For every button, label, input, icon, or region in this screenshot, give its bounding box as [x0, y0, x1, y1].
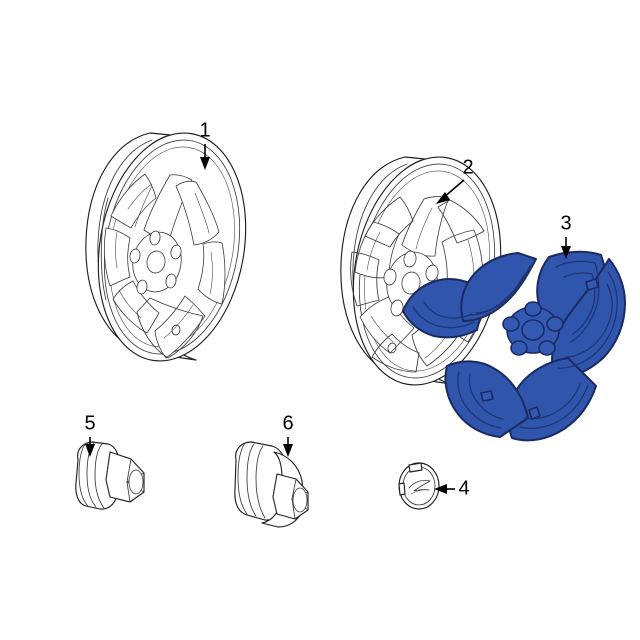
wheel-cover-lug-pocket-4 — [510, 340, 528, 356]
callout-numbers: 1 2 3 4 5 6 — [84, 119, 571, 499]
lug-nut-bore — [128, 469, 144, 495]
wheel1-spoke-5 — [112, 280, 160, 334]
wheel1-spoke-7 — [110, 173, 157, 229]
wheel1-inner-lip — [100, 197, 109, 301]
wheel1-lug-hole-4 — [136, 279, 148, 295]
wheel-cover-relief-4b — [468, 373, 504, 420]
wheel-cover-relief-2b — [565, 283, 613, 358]
wheel2-lug-hole-5 — [383, 268, 397, 286]
wheel2-relief-d — [370, 315, 394, 343]
wheel-cover-relief-1 — [555, 260, 600, 343]
wheel1-relief-f — [115, 231, 118, 269]
wheel2-relief-e — [366, 231, 381, 271]
lock-nut-ring-2 — [246, 443, 257, 517]
callout-number-2[interactable]: 2 — [462, 156, 473, 178]
wheel1-spoke-4 — [154, 295, 206, 359]
wheel2-window-1 — [437, 199, 485, 244]
wheel1-lug-hole-2 — [170, 244, 182, 260]
wheel-cover-clip-2 — [528, 406, 541, 420]
wheel-cover-lug-pocket-3 — [538, 340, 556, 356]
center-cap-tab-top — [408, 462, 423, 473]
callout-number-4[interactable]: 4 — [458, 477, 469, 499]
wheel1-spoke-6 — [103, 227, 131, 287]
wheel1-relief-b — [194, 192, 210, 234]
wheel1-lower-face — [136, 297, 204, 359]
lug-nut-flange-ring-1 — [78, 442, 89, 507]
part-1-alloy-wheel-multi-spoke[interactable] — [81, 121, 263, 373]
lock-nut-ring-3 — [255, 445, 266, 519]
wheel1-hub-bore — [146, 250, 166, 274]
wheel-cover-clip-1 — [585, 278, 599, 291]
wheel2-lug-hole-1 — [403, 250, 417, 268]
part-6-wheel-locking-lug-nut[interactable] — [234, 441, 309, 528]
part-3-wheel-cover-trim[interactable] — [402, 250, 626, 442]
wheel1-relief-g — [127, 183, 153, 210]
wheel2-lug-hole-2 — [425, 264, 439, 282]
wheel-cover-relief-3 — [519, 384, 589, 429]
callout-number-3[interactable]: 3 — [560, 212, 571, 234]
wheel-cover-lug-pocket-2 — [546, 316, 564, 332]
wheel-cover-lug-pocket-1 — [524, 301, 542, 317]
wheel-cover-relief-6b — [475, 274, 525, 314]
callout-number-1[interactable]: 1 — [199, 119, 210, 141]
center-cap-emblem-underline — [410, 489, 430, 495]
wheel2-window-5 — [364, 196, 414, 248]
lock-nut-hex-edge-a — [272, 473, 278, 515]
wheel-cover-relief-5 — [412, 306, 475, 329]
part-4-wheel-center-cap[interactable] — [398, 462, 440, 510]
callout-1-arrowhead — [200, 157, 210, 170]
callout-4-arrowhead — [434, 484, 447, 494]
center-cap-tab-left — [398, 482, 406, 496]
wheel1-relief-d — [163, 304, 194, 339]
wheel-cover-relief-1b — [563, 272, 596, 335]
wheel-cover-blade-6 — [460, 252, 537, 322]
callout-3-arrowhead — [561, 246, 571, 259]
wheel1-spokes — [103, 173, 226, 359]
wheel1-relief-c — [209, 251, 213, 295]
wheel-cover-relief-5b — [423, 301, 473, 319]
wheel2-valve-hole — [387, 342, 397, 354]
wheel1-valve-hole — [171, 324, 181, 336]
lug-nut-flange-ring-3 — [94, 443, 105, 509]
lock-nut-ring-1 — [237, 442, 248, 515]
wheel-cover-lug-pocket-5 — [502, 316, 520, 332]
wheel-cover-clip-3 — [480, 390, 494, 402]
wheel1-lug-hole-3 — [165, 273, 177, 289]
callout-2-arrowhead — [436, 192, 450, 204]
wheel-cover-relief-2 — [557, 271, 618, 369]
part-5-wheel-lug-nut[interactable] — [75, 441, 145, 510]
lock-nut-bore — [292, 487, 308, 513]
callout-number-5[interactable]: 5 — [84, 412, 95, 434]
wheel1-lug-hole-5 — [129, 248, 141, 264]
callout-6-arrowhead — [283, 444, 293, 457]
wheel1-spoke-3 — [197, 241, 226, 305]
wheel-cover-blade-3 — [507, 357, 597, 442]
wheel1-relief-e — [118, 289, 142, 319]
wheel1-relief-a — [134, 185, 153, 228]
wheel-cover-hub-bore — [521, 319, 545, 341]
callout-number-6[interactable]: 6 — [282, 412, 293, 434]
callout-5-arrowhead — [85, 444, 95, 457]
wheel-cover-relief-4 — [457, 371, 502, 429]
wheel2-relief-a — [415, 207, 433, 250]
callout-leaders — [85, 144, 571, 494]
lug-nut-hex-edge-a — [105, 451, 111, 498]
wheel2-window-3 — [371, 333, 420, 373]
wheel2-hub-bore — [401, 271, 421, 295]
wheel2-window-4 — [350, 251, 380, 307]
wheel1-lug-hole-1 — [149, 230, 161, 246]
